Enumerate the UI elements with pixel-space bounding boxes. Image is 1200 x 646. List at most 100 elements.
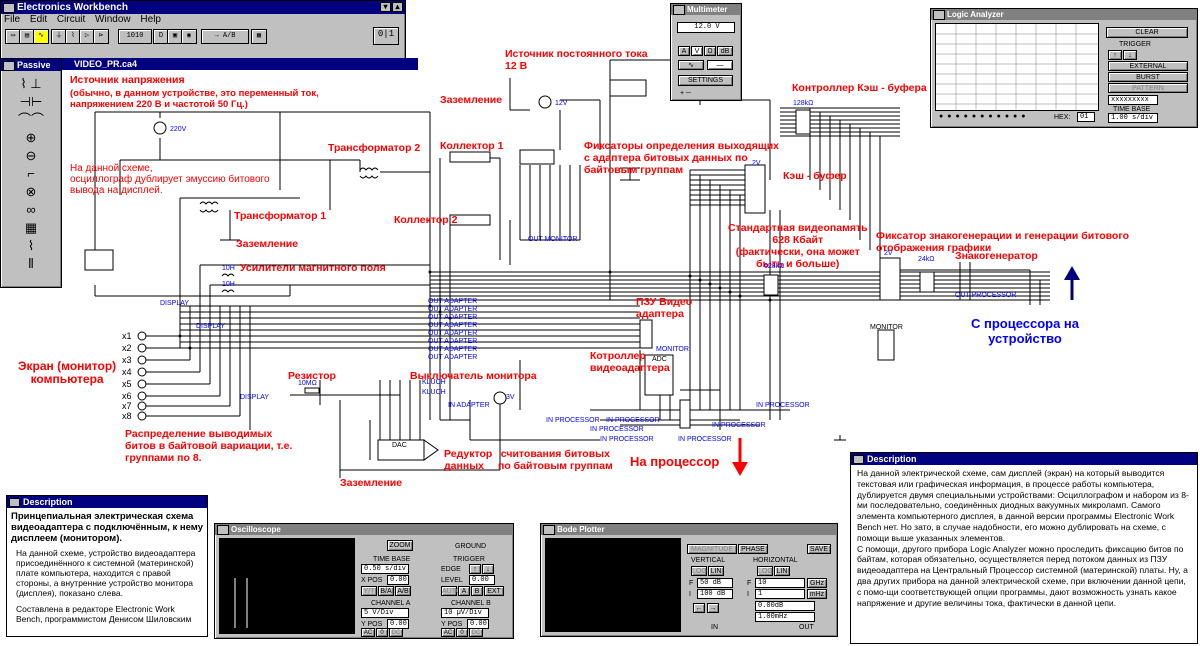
transistor-tool-icon[interactable]: ⊳ — [93, 29, 109, 44]
ac-button[interactable]: ∿ — [678, 60, 704, 70]
osc-trig-a-button[interactable]: A — [458, 586, 470, 596]
osc-level-field[interactable]: 0.00 — [469, 575, 495, 585]
power-switch[interactable]: 0|1 — [373, 27, 399, 45]
la-external-button[interactable]: EXTERNAL — [1108, 61, 1188, 71]
mode-db-button[interactable]: dB — [717, 46, 733, 56]
bode-h-log-button[interactable]: LOG — [757, 566, 773, 576]
la-pattern-button[interactable]: PATTERN — [1108, 83, 1188, 93]
bode-right-arrow-icon[interactable]: → — [707, 603, 719, 613]
mode-ohms-button[interactable]: Ω — [704, 46, 716, 56]
logic-analyzer-window[interactable]: Logic Analyzer CLEAR TRIGGER ↑ ↓ EXTERNA… — [930, 8, 1198, 128]
la-edge-rise-button[interactable]: ↑ — [1108, 50, 1122, 60]
la-edge-fall-button[interactable]: ↓ — [1123, 50, 1137, 60]
counter-tool[interactable]: 1010 — [118, 29, 152, 44]
osc-b-ac-button[interactable]: AC — [441, 628, 455, 637]
adc-tag: ADC — [652, 356, 667, 363]
relay-part-icon[interactable]: ▦ — [24, 220, 38, 235]
osc-b-zero-button[interactable]: 0 — [456, 628, 468, 637]
oscilloscope-window[interactable]: Oscilloscope ZOOM GROUND TIME BASE 0.50 … — [214, 523, 514, 639]
desc-left-system-icon[interactable] — [9, 498, 20, 507]
la-time-base-field[interactable]: 1.00 s/div — [1108, 113, 1158, 123]
desc-right-system-icon[interactable] — [853, 455, 864, 464]
ratio-tool[interactable]: → A/B — [201, 29, 249, 44]
switch-part-icon[interactable]: ⌐ — [27, 166, 35, 181]
mag-amps-label: Усилители магнитного поля — [240, 262, 386, 274]
osc-a-zero-button[interactable]: 0 — [376, 628, 388, 637]
menu-window[interactable]: Window — [95, 14, 131, 25]
parts-system-icon[interactable] — [3, 61, 15, 71]
la-system-icon[interactable] — [933, 10, 945, 20]
logic-analyzer-screen — [935, 23, 1099, 111]
description-right-window[interactable]: Description На данной электрической схем… — [850, 452, 1198, 644]
la-hex-field[interactable]: 01 — [1077, 112, 1095, 122]
bode-v-lin-button[interactable]: LIN — [708, 566, 724, 576]
osc-ab-button[interactable]: A/B — [395, 586, 411, 596]
bode-screen — [545, 538, 681, 632]
bode-left-arrow-icon[interactable]: ← — [693, 603, 705, 613]
osc-time-base-field[interactable]: 0.50 s/div — [361, 564, 409, 574]
multimeter-window[interactable]: Multimeter 12.0 V A V Ω dB ∿ — SETTINGS … — [670, 3, 742, 101]
osc-edge-rise-button[interactable]: ↑ — [469, 564, 481, 574]
pot-part-icon[interactable]: ⌇ — [27, 238, 35, 253]
la-pattern-field[interactable]: xxxxxxxxx — [1108, 95, 1158, 105]
dc-source-label: Источник постоянного тока 12 В — [505, 48, 648, 72]
multimeter-system-icon[interactable] — [673, 5, 685, 15]
bode-magnitude-button[interactable]: MAGNITUDE — [687, 544, 737, 554]
la-burst-button[interactable]: BURST — [1108, 72, 1188, 82]
osc-channel-b-field[interactable]: 10 µV/Div — [441, 608, 489, 618]
ac-source-part-icon[interactable]: ⊖ — [25, 148, 37, 163]
osc-edge-fall-button[interactable]: ↓ — [482, 564, 494, 574]
osc-zoom-button[interactable]: ZOOM — [387, 540, 413, 551]
bode-h-i-unit[interactable]: mHz — [807, 589, 827, 599]
capacitor-part-icon[interactable]: ⊣⊢ — [19, 94, 43, 109]
menu-help[interactable]: Help — [140, 14, 161, 25]
osc-a-ac-button[interactable]: AC — [361, 628, 375, 637]
lamp-part-icon[interactable]: ⊗ — [25, 184, 37, 199]
osc-xpos-field[interactable]: 0.00 — [387, 575, 409, 585]
osc-system-icon[interactable] — [217, 525, 229, 535]
bode-h-lin-button[interactable]: LIN — [774, 566, 790, 576]
diode-tool-icon[interactable]: ▷ — [79, 29, 95, 44]
mode-volts-button[interactable]: V — [691, 46, 703, 56]
mode-amps-button[interactable]: A — [678, 46, 690, 56]
bode-v-log-button[interactable]: LOG — [691, 566, 707, 576]
source-part-icon[interactable]: ⊕ — [25, 130, 37, 145]
minimize-icon[interactable]: ▾ — [380, 2, 391, 12]
bode-h-i-field[interactable]: 1 — [755, 589, 805, 599]
maximize-icon[interactable]: ▴ — [392, 2, 403, 12]
signal-icon[interactable]: ∿ — [33, 29, 49, 44]
osc-a-dc-button[interactable]: DC — [389, 628, 403, 637]
la-clear-button[interactable]: CLEAR — [1106, 27, 1188, 38]
bode-v-f-field[interactable]: 50 dB — [697, 578, 733, 588]
menu-edit[interactable]: Edit — [29, 14, 48, 25]
klych-tag-2: KLUCH — [422, 389, 446, 396]
osc-yt-button[interactable]: Y/T — [361, 586, 377, 596]
osc-b-dc-button[interactable]: DC — [469, 628, 483, 637]
coil-part-icon[interactable]: ∞ — [26, 202, 36, 217]
menu-circuit[interactable]: Circuit — [56, 14, 86, 25]
bode-v-i-field[interactable]: 100 dB — [697, 589, 733, 599]
resistor-part-icon[interactable]: ⌇ ⊥ — [20, 76, 42, 91]
settings-button[interactable]: SETTINGS — [678, 75, 733, 86]
osc-auto-button[interactable]: AUTO — [441, 586, 462, 596]
bode-save-button[interactable]: SAVE — [807, 544, 831, 554]
menu-file[interactable]: File — [4, 14, 21, 25]
osc-channel-a-field[interactable]: 5 V/Div — [361, 608, 409, 618]
inductor-part-icon[interactable]: ⌒⌒ — [17, 112, 44, 127]
system-menu-icon[interactable] — [3, 3, 15, 13]
bode-phase-button[interactable]: PHASE — [738, 544, 768, 554]
lamp-tool-icon[interactable]: ◉ — [181, 29, 197, 44]
dc-button[interactable]: — — [707, 60, 733, 70]
osc-trig-b-button[interactable]: B — [471, 586, 483, 596]
description-left-window[interactable]: Description Принцепиальная электрическая… — [6, 495, 208, 637]
bode-h-f-field[interactable]: 10 — [755, 578, 805, 588]
open-icon[interactable]: ▤ — [19, 29, 35, 44]
bode-h-f-unit[interactable]: GHz — [807, 578, 827, 588]
byte-read-label: считования битовых по байтовым группам — [498, 448, 613, 472]
bode-plotter-window[interactable]: Bode Plotter MAGNITUDE PHASE SAVE VERTIC… — [540, 523, 838, 637]
osc-trig-ext-button[interactable]: EXT — [484, 586, 504, 596]
osc-ba-button[interactable]: B/A — [378, 586, 394, 596]
transformer-part-icon[interactable]: ⫴ — [28, 256, 34, 271]
bode-system-icon[interactable] — [543, 525, 555, 535]
meter-tool-icon[interactable]: ▦ — [251, 29, 267, 44]
